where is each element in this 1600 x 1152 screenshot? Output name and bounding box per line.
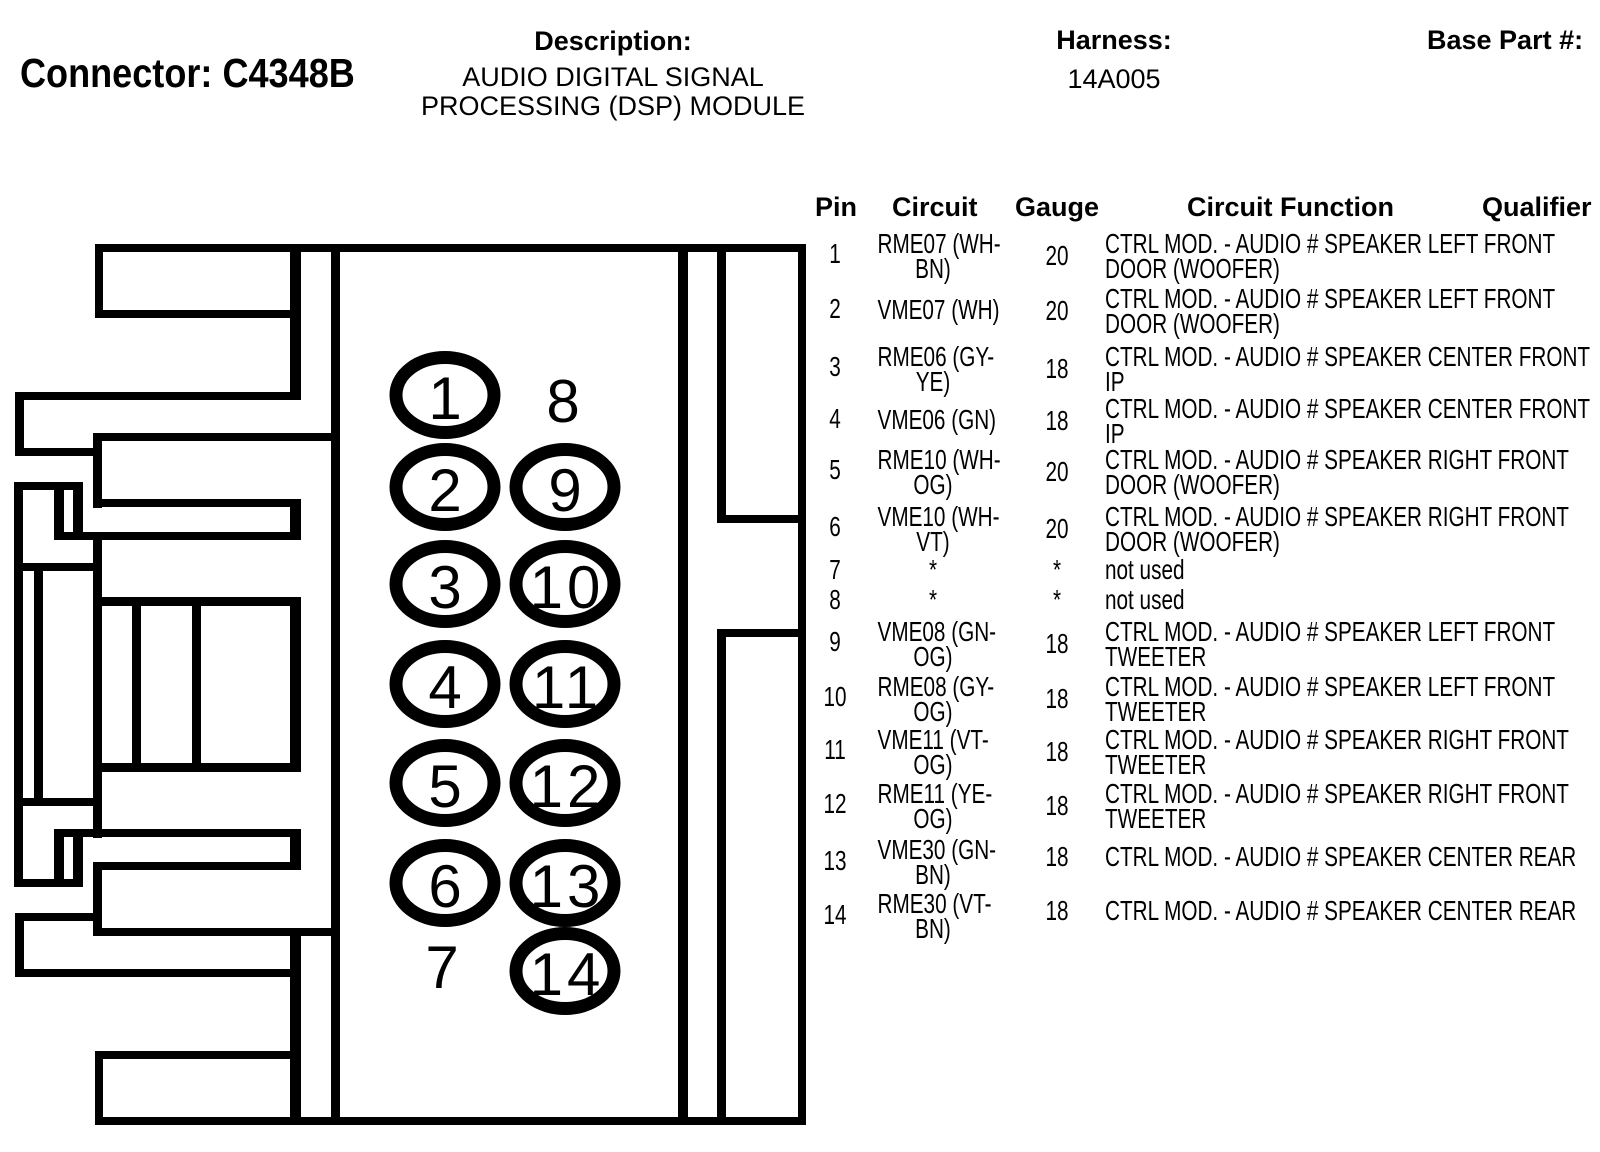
svg-text:4: 4 xyxy=(428,654,461,721)
svg-text:10: 10 xyxy=(530,554,605,621)
svg-text:6: 6 xyxy=(428,853,461,920)
svg-text:9: 9 xyxy=(548,457,581,524)
svg-text:12: 12 xyxy=(530,753,605,820)
svg-text:5: 5 xyxy=(428,753,461,820)
svg-text:2: 2 xyxy=(428,457,461,524)
svg-text:7: 7 xyxy=(425,934,458,1001)
svg-text:14: 14 xyxy=(530,941,605,1008)
svg-text:3: 3 xyxy=(428,554,461,621)
svg-text:8: 8 xyxy=(546,368,579,435)
svg-text:13: 13 xyxy=(530,853,605,920)
svg-text:1: 1 xyxy=(428,365,461,432)
svg-text:11: 11 xyxy=(532,654,602,721)
